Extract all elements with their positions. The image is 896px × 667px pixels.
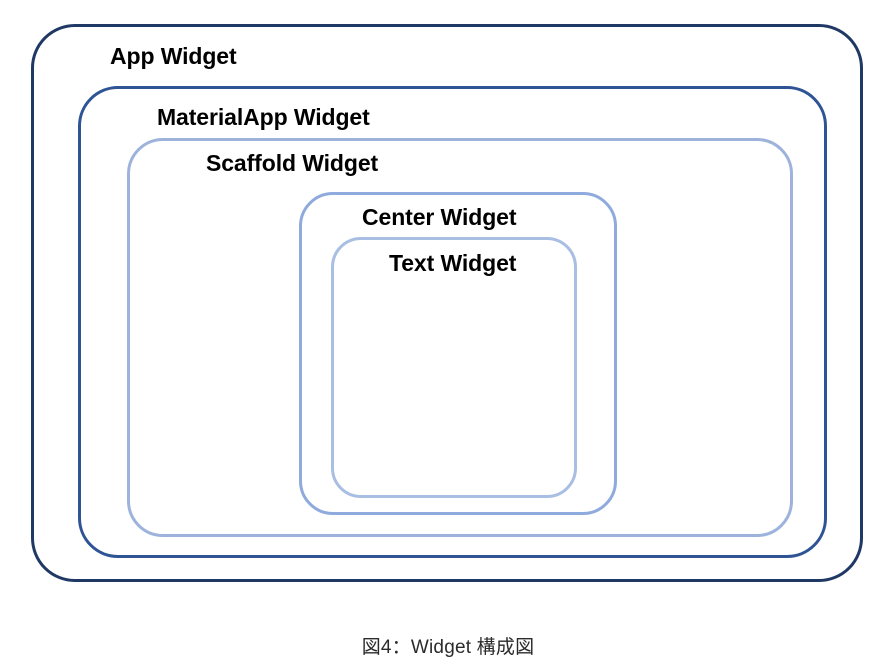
center-widget-label: Center Widget — [362, 204, 517, 230]
scaffold-widget-container — [127, 138, 793, 537]
center-widget-container — [299, 192, 617, 515]
figure-caption: 図4：Widget 構成図 — [361, 637, 535, 658]
app-widget-container — [31, 24, 863, 582]
app-widget-label: App Widget — [110, 43, 237, 69]
materialapp-widget-label: MaterialApp Widget — [157, 104, 370, 130]
text-widget-container — [331, 237, 577, 498]
materialapp-widget-container — [78, 86, 827, 558]
scaffold-widget-label: Scaffold Widget — [206, 150, 379, 176]
text-widget-label: Text Widget — [389, 250, 517, 276]
